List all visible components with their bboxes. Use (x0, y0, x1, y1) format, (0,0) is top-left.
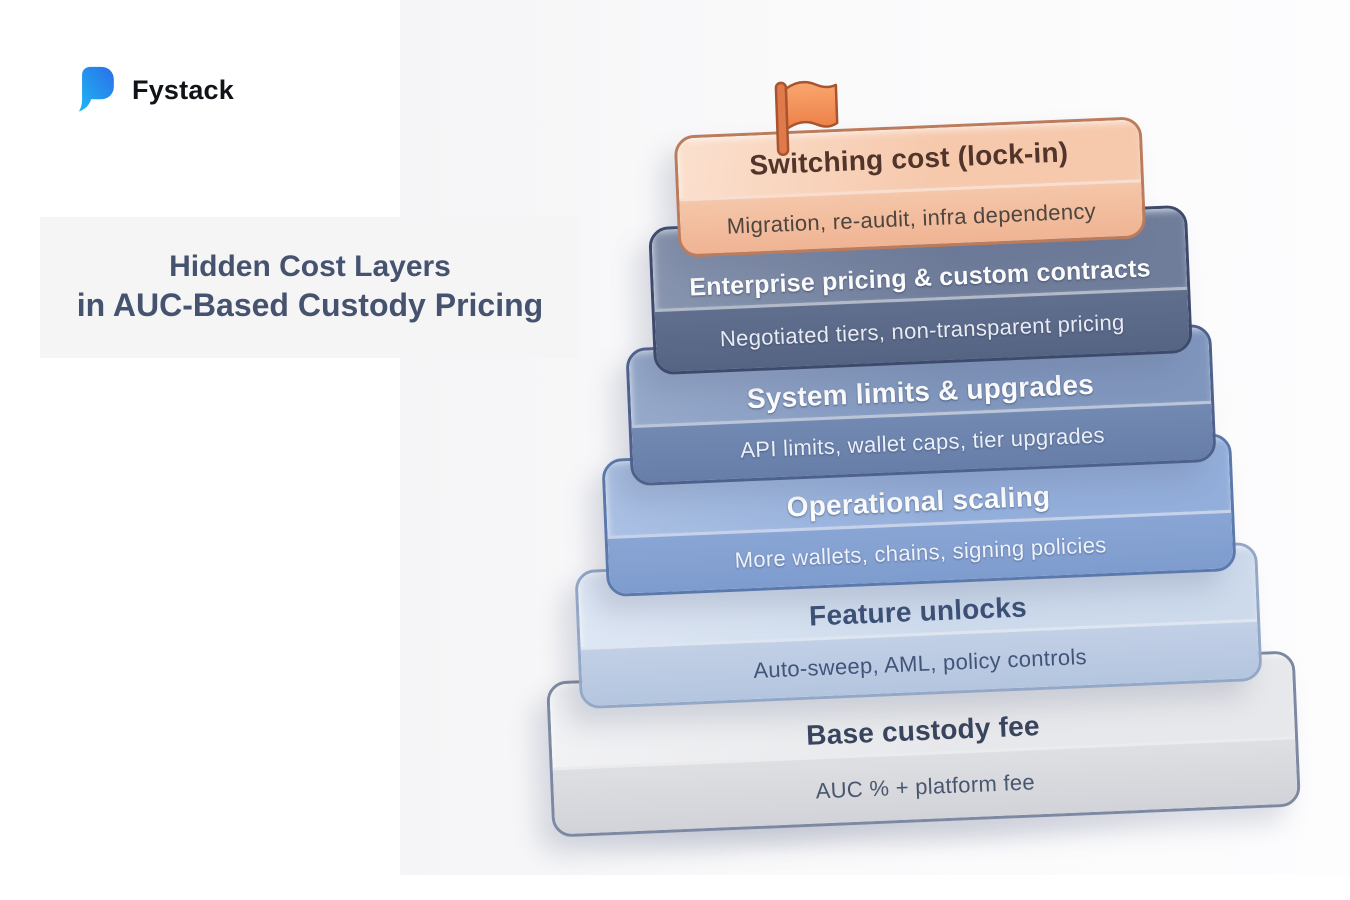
headline-line-2: in AUC-Based Custody Pricing (76, 287, 544, 324)
layer-subtitle: Negotiated tiers, non-transparent pricin… (719, 309, 1125, 352)
brand-logo: Fystack (74, 64, 234, 116)
layer-subtitle: Migration, re-audit, infra dependency (726, 197, 1097, 239)
pyramid-layer: Switching cost (lock-in) Migration, re-a… (673, 116, 1147, 258)
layer-subtitle: Auto-sweep, AML, policy controls (752, 644, 1088, 684)
layer-subtitle: API limits, wallet caps, tier upgrades (739, 422, 1106, 463)
headline-box: Hidden Cost Layers in AUC-Based Custody … (40, 217, 580, 358)
layer-title: Operational scaling (786, 480, 1051, 523)
red-flag-icon (774, 80, 839, 157)
layer-title: Feature unlocks (808, 591, 1028, 632)
fystack-logo-icon (78, 66, 114, 112)
layer-subtitle: More wallets, chains, signing policies (734, 532, 1108, 574)
layer-title: Base custody fee (805, 710, 1041, 751)
layer-subtitle: AUC % + platform fee (815, 769, 1036, 804)
brand-name: Fystack (132, 74, 234, 105)
headline-line-1: Hidden Cost Layers (169, 249, 451, 283)
